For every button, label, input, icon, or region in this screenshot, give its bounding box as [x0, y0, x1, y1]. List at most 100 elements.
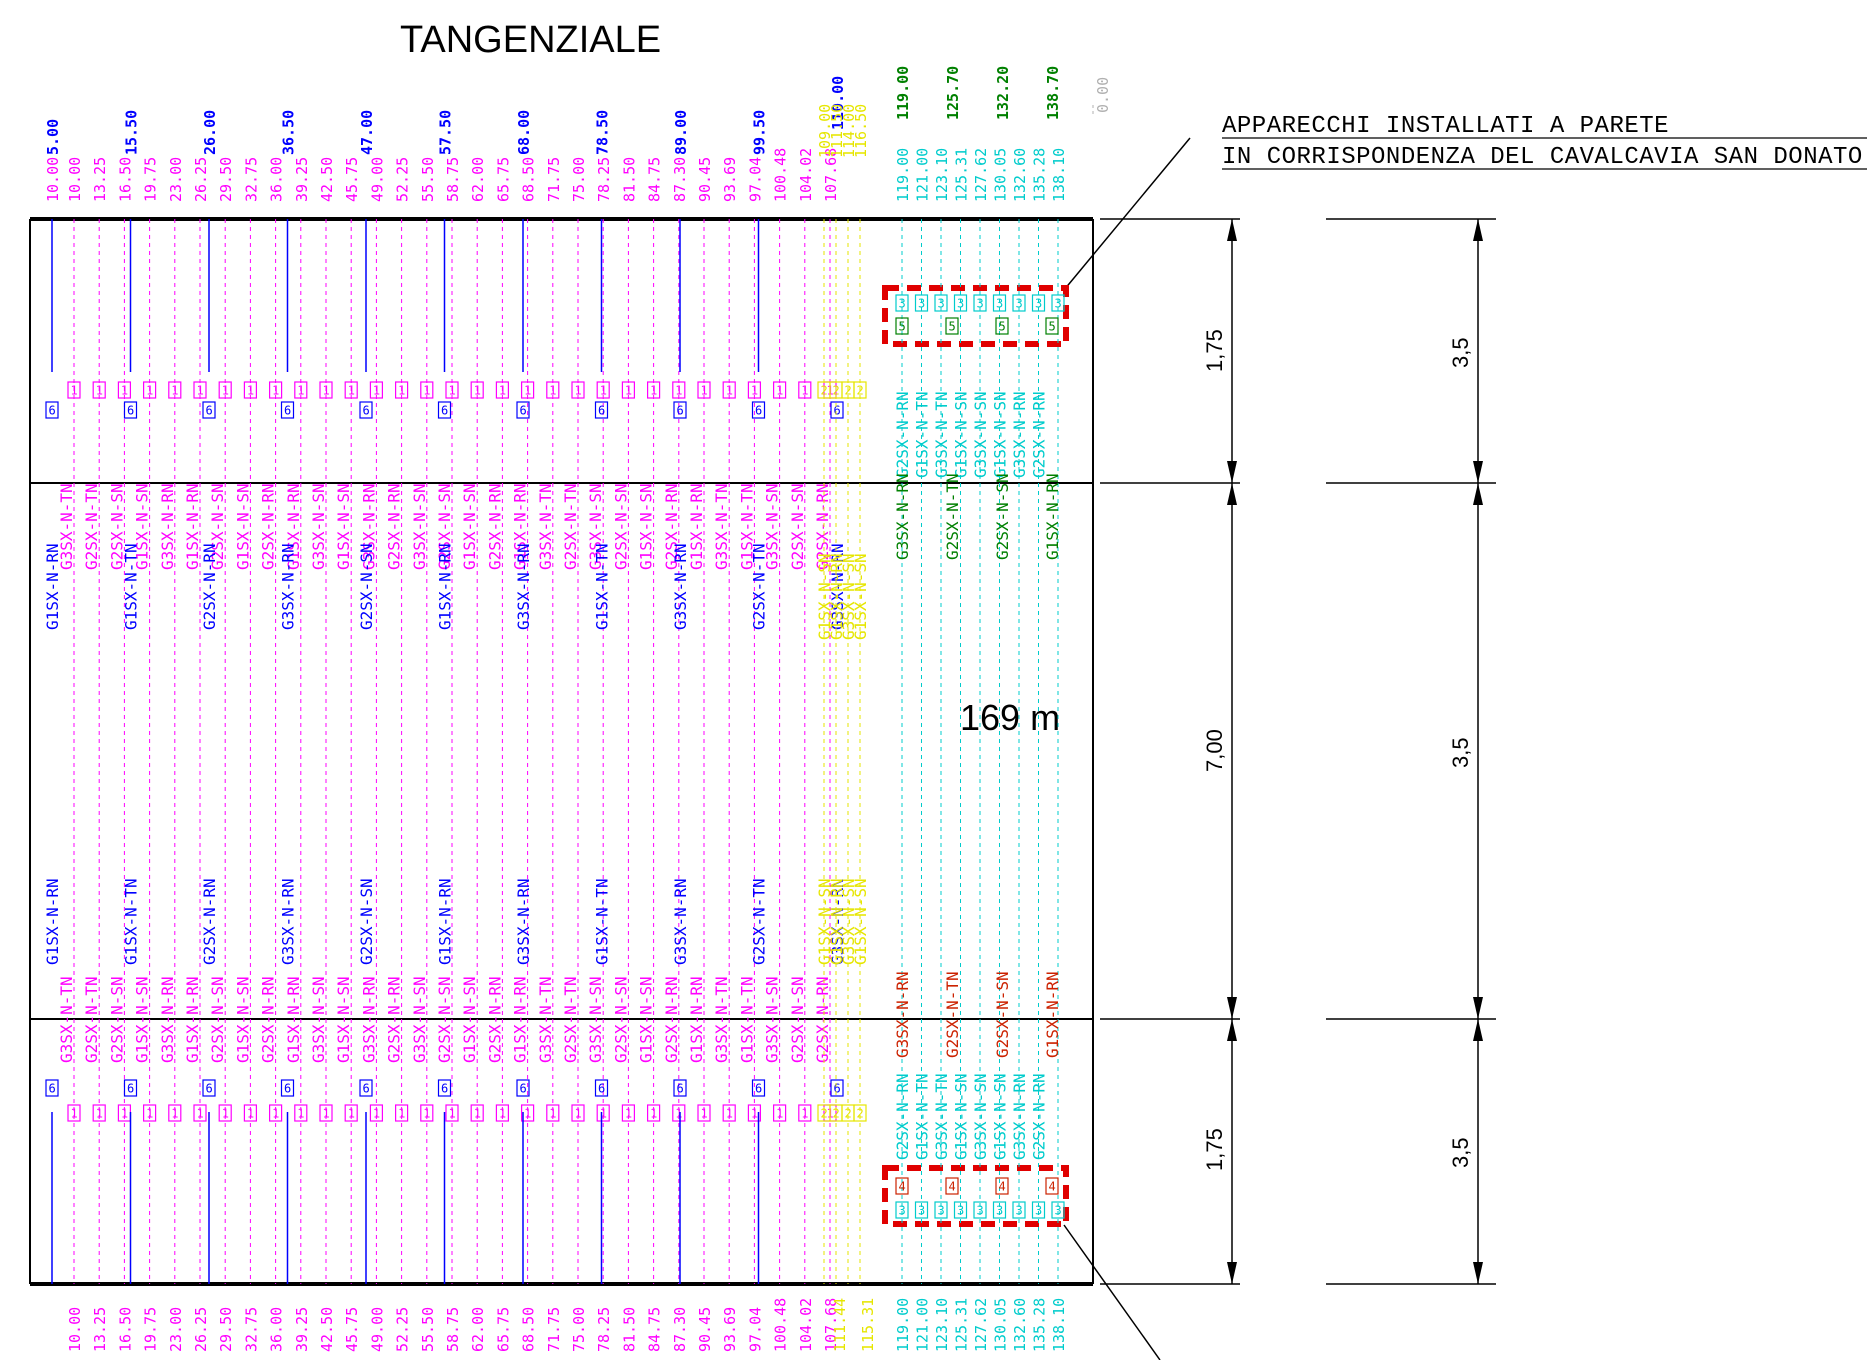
- magenta-label-top: G3SX-N-TN: [712, 483, 731, 570]
- blue-label-top: G1SX-N-TN: [122, 543, 141, 630]
- magenta-position-top: 65.75: [494, 157, 512, 202]
- magenta-position-top: 45.75: [343, 157, 361, 202]
- magenta-tag-bottom-text: 1: [751, 1107, 758, 1121]
- blue-tag-top-box: [673, 401, 687, 419]
- magenta-tag-bottom-text: 1: [549, 1107, 556, 1121]
- magenta-label-top: G1SX-N-RN: [183, 483, 202, 570]
- blue-label-bottom: G3SX-N-RN: [279, 878, 298, 965]
- yellow-position: 109.00: [816, 104, 834, 158]
- blue-tag-bottom-box: [45, 1079, 59, 1097]
- magenta-tag-top-text: 1: [474, 384, 481, 398]
- blue-tag-top-box: [202, 401, 216, 419]
- blue-label-top: G3SX-N-RN: [828, 543, 847, 630]
- magenta-label-bottom: G1SX-N-SN: [637, 976, 656, 1063]
- magenta-tag-top-box: [646, 381, 661, 399]
- yellow-tag-bottom-box: [853, 1104, 867, 1122]
- magenta-tag-bottom-box: [319, 1104, 333, 1122]
- cyan-label-bottom: G2SX-N-RN: [1030, 1073, 1049, 1160]
- red-tag-text: 4: [949, 1180, 956, 1194]
- cyan-tag-bottom-text: 3: [957, 1204, 964, 1218]
- magenta-tag-top-text: 1: [272, 384, 279, 398]
- dim-inner-top: 1,75: [1202, 329, 1227, 372]
- cyan-position-bottom: 121.00: [914, 1298, 932, 1352]
- yellow-tag-bottom-text: 2: [845, 1107, 852, 1121]
- blue-label-top: G3SX-N-RN: [514, 543, 533, 630]
- magenta-label-bottom: G3SX-N-SN: [586, 976, 605, 1063]
- green-tag-text: 5: [1049, 320, 1056, 334]
- magenta-label-bottom: G1SX-N-SN: [460, 976, 479, 1063]
- yellow-label-top: G3SX-N-SN: [839, 553, 858, 640]
- cyan-label-top: G1SX-N-SN: [991, 391, 1010, 478]
- cyan-position-top: 135.28: [1031, 148, 1049, 202]
- magenta-tag-top-text: 1: [650, 384, 657, 398]
- blue-tag-top-box: [359, 401, 373, 419]
- magenta-tag-top-box: [420, 381, 434, 399]
- magenta-tag-bottom-box: [243, 1104, 257, 1122]
- magenta-label-top: G2SX-N-SN: [611, 483, 630, 570]
- magenta-label-bottom: G2SX-N-RN: [385, 976, 404, 1063]
- cyan-tag-top-text: 3: [899, 297, 906, 311]
- blue-tag-top-box: [280, 401, 295, 419]
- blue-tag-bottom-text: 6: [834, 1082, 841, 1096]
- magenta-tag-top-box: [319, 381, 333, 399]
- yellow-label-bottom: G1SX-N-RN: [827, 878, 846, 965]
- magenta-position-bottom: 49.00: [368, 1307, 386, 1352]
- magenta-position-top: 104.02: [797, 148, 815, 202]
- cyan-label-bottom: G3SX-N-TN: [932, 1073, 951, 1160]
- blue-tag-top-box: [594, 401, 609, 419]
- cyan-tag-top-text: 3: [938, 297, 945, 311]
- cyan-tag-bottom-box: [953, 1201, 968, 1219]
- cyan-tag-bottom-box: [992, 1201, 1007, 1219]
- magenta-tag-bottom-text: 1: [474, 1107, 481, 1121]
- cyan-tag-top-box: [973, 294, 987, 312]
- magenta-label-bottom: G2SX-N-TN: [561, 976, 580, 1063]
- magenta-position-bottom: 55.50: [419, 1307, 437, 1352]
- blue-position: 57.50: [437, 110, 455, 155]
- dim-outer-bottom: 3,5: [1448, 1137, 1473, 1168]
- blue-label-top: G1SX-N-RN: [436, 543, 455, 630]
- magenta-position-top: 58.75: [444, 157, 462, 202]
- magenta-position-bottom: 39.25: [293, 1307, 311, 1352]
- red-tag-box: [945, 1177, 959, 1195]
- cyan-label-top: G3SX-N-SN: [971, 391, 990, 478]
- magenta-label-bottom: G2SX-N-SN: [611, 976, 630, 1063]
- dim-inner-bottom: 1,75: [1202, 1128, 1227, 1171]
- magenta-label-top: G3SX-N-TN: [536, 483, 555, 570]
- magenta-label-bottom: G2SX-N-SN: [788, 976, 807, 1063]
- magenta-position-bottom: 100.48: [772, 1298, 790, 1352]
- magenta-tag-top-box: [571, 381, 585, 399]
- magenta-tag-bottom-text: 1: [373, 1107, 380, 1121]
- blue-label-top: G2SX-N-SN: [357, 543, 376, 630]
- magenta-tag-bottom-box: [495, 1104, 509, 1122]
- magenta-tag-top-text: 1: [449, 384, 456, 398]
- magenta-tag-top-box: [168, 381, 182, 399]
- magenta-label-bottom: G1SX-N-RN: [687, 976, 706, 1063]
- magenta-position-bottom: 29.50: [217, 1307, 235, 1352]
- blue-tag-top-text: 6: [441, 404, 448, 418]
- luminaire-marks: 10.0010.0011G3SX-N-TNG3SX-N-TN13.2513.25…: [43, 66, 1068, 1352]
- blue-label-bottom: G2SX-N-SN: [357, 878, 376, 965]
- green-label: G3SX-N-RN: [893, 473, 912, 560]
- magenta-label-top: G3SX-N-SN: [586, 483, 605, 570]
- magenta-position-top: 100.48: [772, 148, 790, 202]
- cyan-label-top: G3SX-N-RN: [1010, 391, 1029, 478]
- magenta-label-bottom: G2SX-N-RN: [813, 976, 832, 1063]
- magenta-tag-top-box: [193, 381, 207, 399]
- blue-position: 5.00: [44, 119, 62, 155]
- magenta-label-bottom: G2SX-N-SN: [435, 976, 454, 1063]
- blue-position: 68.00: [515, 110, 533, 155]
- magenta-position-top: 81.50: [620, 157, 638, 202]
- leader-line-top: [1063, 137, 1191, 291]
- magenta-label-top: G1SX-N-SN: [460, 483, 479, 570]
- blue-tag-bottom-box: [673, 1079, 687, 1097]
- magenta-tag-bottom-text: 1: [348, 1107, 355, 1121]
- cyan-tag-top-text: 3: [918, 297, 925, 311]
- magenta-position-bottom: 32.75: [242, 1307, 260, 1352]
- dim-inner-middle: 7,00: [1202, 729, 1227, 772]
- green-tag-box: [895, 317, 909, 335]
- magenta-label-top: G2SX-N-SN: [208, 483, 227, 570]
- magenta-tag-top-box: [697, 381, 711, 399]
- blue-tag-top-text: 6: [206, 404, 213, 418]
- magenta-tag-top-box: [243, 381, 257, 399]
- blue-position: 99.50: [751, 110, 769, 155]
